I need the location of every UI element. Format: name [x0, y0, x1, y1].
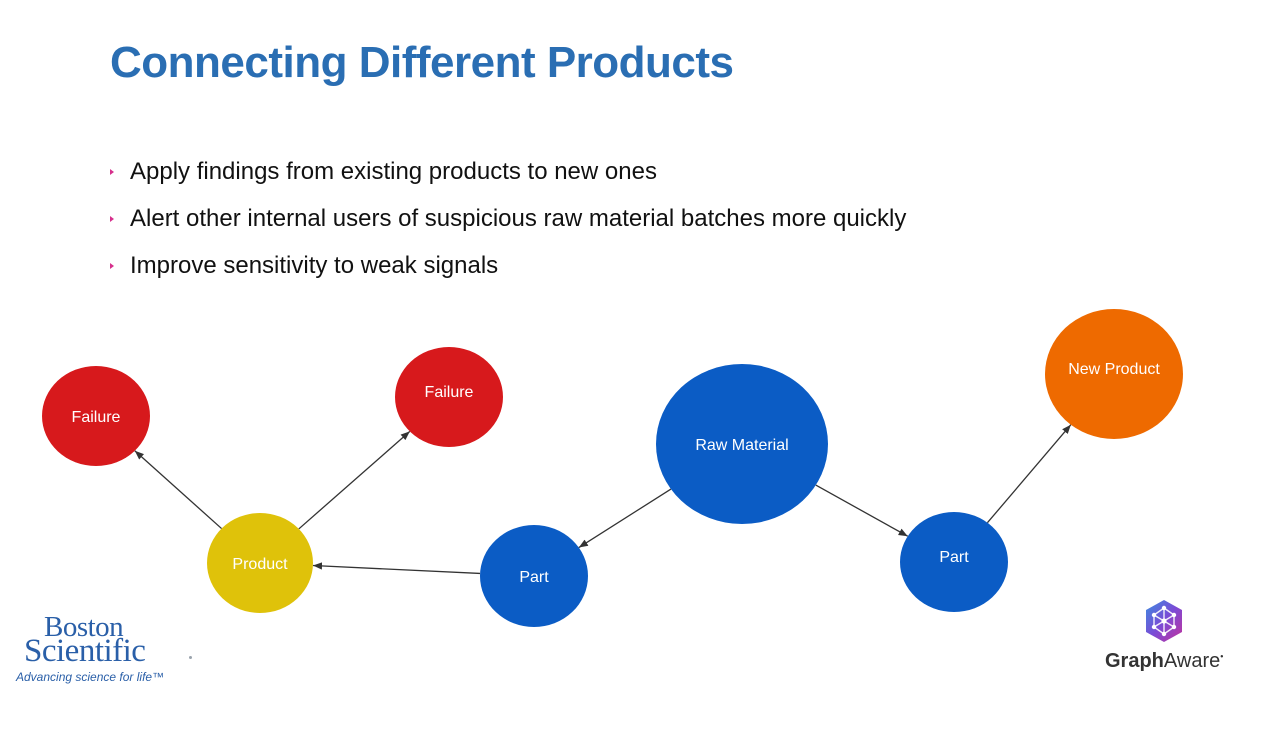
node-failure1: Failure	[42, 366, 150, 466]
bullet-item: Improve sensitivity to weak signals	[108, 246, 906, 293]
node-circle	[480, 525, 588, 627]
node-label: New Product	[1068, 361, 1160, 378]
bullet-text: Apply findings from existing products to…	[130, 158, 657, 185]
node-part2: Part	[900, 512, 1008, 612]
graphaware-logo: GraphAware•	[1100, 598, 1230, 678]
graphaware-text-aware: Aware	[1163, 650, 1221, 672]
graphaware-wordmark: GraphAware•	[1105, 650, 1223, 673]
edge-raw_material-to-part2	[815, 484, 909, 537]
node-raw-material: Raw Material	[656, 364, 828, 524]
bullet-marker-icon	[110, 216, 114, 222]
slide-title: Connecting Different Products	[110, 38, 734, 87]
node-part1: Part	[480, 525, 588, 627]
bullet-marker-icon	[110, 169, 114, 175]
node-circle	[42, 366, 150, 466]
node-label: Part	[939, 549, 969, 566]
node-new-product: New Product	[1045, 309, 1183, 439]
logo-scientific-text: Scientific	[24, 633, 146, 669]
node-circle	[1045, 309, 1183, 439]
bullet-text: Alert other internal users of suspicious…	[130, 205, 907, 232]
bullet-item: Apply findings from existing products to…	[108, 152, 906, 199]
edge-product-to-failure2	[298, 430, 411, 530]
logo-tagline: Advancing science for life™	[16, 670, 165, 684]
edge-product-to-failure1	[134, 450, 223, 530]
bullet-marker-icon	[110, 263, 114, 269]
node-circle	[395, 347, 503, 447]
node-circle	[656, 364, 828, 524]
node-product: Product	[207, 513, 313, 613]
node-label: Failure	[72, 409, 121, 426]
bullet-text: Improve sensitivity to weak signals	[130, 252, 499, 279]
logo-dot	[189, 656, 192, 659]
node-circle	[900, 512, 1008, 612]
node-circle	[207, 513, 313, 613]
hexagon-graph-icon	[1146, 600, 1182, 642]
graphaware-text-graph: Graph	[1105, 650, 1164, 672]
edge-part1-to-product	[312, 562, 481, 575]
bullet-list: Apply findings from existing products to…	[108, 152, 906, 293]
node-label: Part	[519, 569, 549, 586]
bullet-item: Alert other internal users of suspicious…	[108, 199, 906, 246]
edges-layer	[134, 424, 1072, 575]
edge-raw_material-to-part1	[578, 488, 672, 549]
boston-scientific-logo: Boston Scientific Advancing science for …	[16, 612, 206, 692]
edge-part2-to-new_product	[986, 424, 1072, 524]
node-failure2: Failure	[395, 347, 503, 447]
node-label: Raw Material	[695, 437, 788, 454]
logo-boston-text: Boston	[44, 611, 124, 643]
node-label: Failure	[425, 384, 474, 401]
node-label: Product	[232, 556, 288, 573]
graphaware-trademark: •	[1220, 651, 1224, 662]
